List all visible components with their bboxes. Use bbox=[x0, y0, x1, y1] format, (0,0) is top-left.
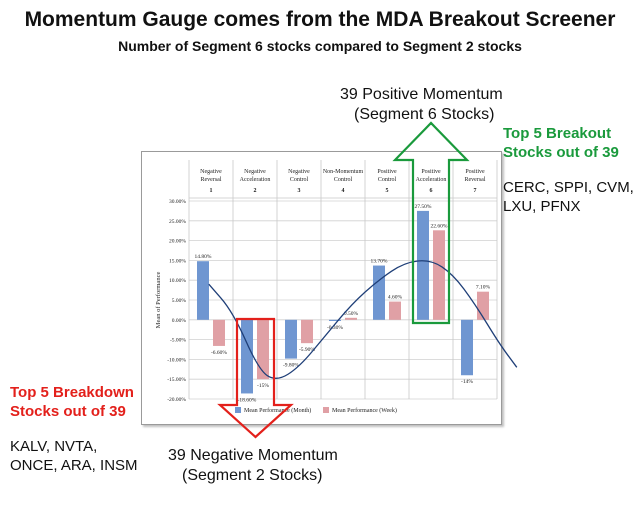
y-axis-label-group: Mean of Performance bbox=[155, 272, 162, 329]
category-label-line2: Acceleration bbox=[240, 177, 271, 183]
y-tick-label: 30.00% bbox=[169, 199, 186, 205]
bar-month bbox=[197, 261, 209, 320]
category-label-line2: Acceleration bbox=[416, 177, 447, 183]
breakdown-note: Top 5 Breakdown Stocks out of 39 KALV, N… bbox=[10, 383, 138, 475]
y-tick-label: 15.00% bbox=[169, 258, 186, 264]
breakout-note: Top 5 Breakout Stocks out of 39 CERC, SP… bbox=[503, 124, 634, 216]
y-tick-label: -15.00% bbox=[167, 377, 186, 383]
category-number: 4 bbox=[342, 188, 345, 194]
bar-week bbox=[257, 319, 269, 380]
negative-momentum-line2: (Segment 2 Stocks) bbox=[182, 467, 323, 484]
page-subtitle: Number of Segment 6 stocks compared to S… bbox=[118, 38, 522, 54]
data-label-week: 4.60% bbox=[388, 295, 403, 301]
chart-grid bbox=[188, 160, 498, 400]
bar-month bbox=[329, 319, 341, 321]
category-label-line1: Positive bbox=[465, 169, 485, 175]
y-axis-label: Mean of Performance bbox=[155, 272, 162, 329]
category-label-line1: Positive bbox=[377, 169, 397, 175]
data-label-month: -0.30% bbox=[327, 325, 343, 331]
category-number: 1 bbox=[210, 188, 213, 194]
data-label-month: -9.80% bbox=[283, 363, 299, 369]
breakout-heading-line2: Stocks out of 39 bbox=[503, 144, 619, 161]
data-label-week: -15% bbox=[257, 383, 269, 389]
data-label-week: 0.50% bbox=[344, 311, 359, 317]
y-tick-label: 5.00% bbox=[172, 298, 187, 304]
legend-label: Mean Performance (Week) bbox=[332, 407, 397, 414]
page-title: Momentum Gauge comes from the MDA Breako… bbox=[24, 8, 616, 31]
breakout-tickers-line2: LXU, PFNX bbox=[503, 198, 581, 215]
bar-week bbox=[213, 319, 225, 346]
up-arrow bbox=[392, 121, 470, 325]
bar-month bbox=[461, 319, 473, 376]
y-tick-label: 0.00% bbox=[172, 318, 187, 324]
bar-month bbox=[373, 265, 385, 320]
category-label-line2: Reversal bbox=[465, 177, 486, 183]
breakdown-heading-line1: Top 5 Breakdown bbox=[10, 384, 134, 401]
trend-line bbox=[208, 260, 518, 379]
data-label-month: 13.70% bbox=[371, 259, 388, 265]
bar-week bbox=[389, 301, 401, 320]
y-tick-label: 10.00% bbox=[169, 278, 186, 284]
category-number: 6 bbox=[430, 188, 433, 194]
y-tick-label: -5.00% bbox=[170, 338, 186, 344]
category-label-line1: Negative bbox=[200, 169, 222, 175]
category-number: 7 bbox=[474, 188, 477, 194]
negative-momentum-line1: 39 Negative Momentum bbox=[168, 447, 338, 464]
data-label-month: -18.60% bbox=[238, 397, 257, 403]
bar-week bbox=[477, 291, 489, 320]
data-label-month: 27.50% bbox=[415, 204, 432, 210]
data-label-week: 7.10% bbox=[476, 285, 491, 291]
y-tick-label: -20.00% bbox=[167, 397, 186, 403]
bar-month bbox=[285, 319, 297, 359]
category-label-line2: Control bbox=[378, 177, 397, 183]
category-label-line1: Negative bbox=[244, 169, 266, 175]
down-arrow bbox=[217, 317, 294, 439]
category-label-line1: Negative bbox=[288, 169, 310, 175]
y-axis-ticks: 30.00% 25.00% 20.00% 15.00% 10.00% 5.00% 0.00%… bbox=[167, 199, 186, 403]
breakout-tickers-line1: CERC, SPPI, CVM, bbox=[503, 179, 634, 196]
trend-curve bbox=[208, 260, 518, 379]
data-label-month: -14% bbox=[461, 379, 473, 385]
bar-week bbox=[301, 319, 313, 344]
y-tick-label: 20.00% bbox=[169, 239, 186, 245]
positive-momentum-line2: (Segment 6 Stocks) bbox=[354, 106, 495, 123]
positive-momentum-line1: 39 Positive Momentum bbox=[340, 86, 503, 103]
momentum-arrows bbox=[217, 121, 470, 439]
category-number: 2 bbox=[254, 188, 257, 194]
y-tick-label: -10.00% bbox=[167, 357, 186, 363]
data-label-week: -6.60% bbox=[211, 350, 227, 356]
data-labels: 14.80% -18.60% -9.80% -0.30% 13.70% 27.50% -14… bbox=[195, 204, 491, 404]
bar-month bbox=[241, 319, 253, 394]
y-tick-label: 25.00% bbox=[169, 219, 186, 225]
bar-week bbox=[433, 230, 445, 320]
category-label-line2: Control bbox=[334, 177, 353, 183]
breakdown-heading-line2: Stocks out of 39 bbox=[10, 403, 126, 420]
data-label-week: -5.90% bbox=[299, 347, 315, 353]
data-label-month: 14.80% bbox=[195, 254, 212, 260]
bars bbox=[197, 210, 489, 394]
legend-swatch bbox=[235, 407, 241, 413]
category-number: 5 bbox=[386, 188, 389, 194]
bar-week bbox=[345, 317, 357, 320]
category-number: 3 bbox=[298, 188, 301, 194]
legend-swatch bbox=[323, 407, 329, 413]
bar-month bbox=[417, 210, 429, 320]
positive-momentum-note: 39 Positive Momentum (Segment 6 Stocks) bbox=[340, 85, 503, 125]
category-label-line1: Non-Momentum bbox=[323, 169, 364, 175]
category-label-line1: Positive bbox=[421, 169, 441, 175]
negative-momentum-note: 39 Negative Momentum (Segment 2 Stocks) bbox=[168, 446, 338, 486]
legend-label: Mean Performance (Month) bbox=[244, 407, 311, 414]
legend: Mean Performance (Month) Mean Performance… bbox=[235, 407, 397, 414]
breakdown-tickers-line2: ONCE, ARA, INSM bbox=[10, 457, 138, 474]
breakdown-tickers-line1: KALV, NVTA, bbox=[10, 438, 98, 455]
category-label-line2: Reversal bbox=[201, 177, 222, 183]
category-label-line2: Control bbox=[290, 177, 309, 183]
data-label-week: 22.60% bbox=[431, 223, 448, 229]
breakout-heading-line1: Top 5 Breakout bbox=[503, 125, 612, 142]
